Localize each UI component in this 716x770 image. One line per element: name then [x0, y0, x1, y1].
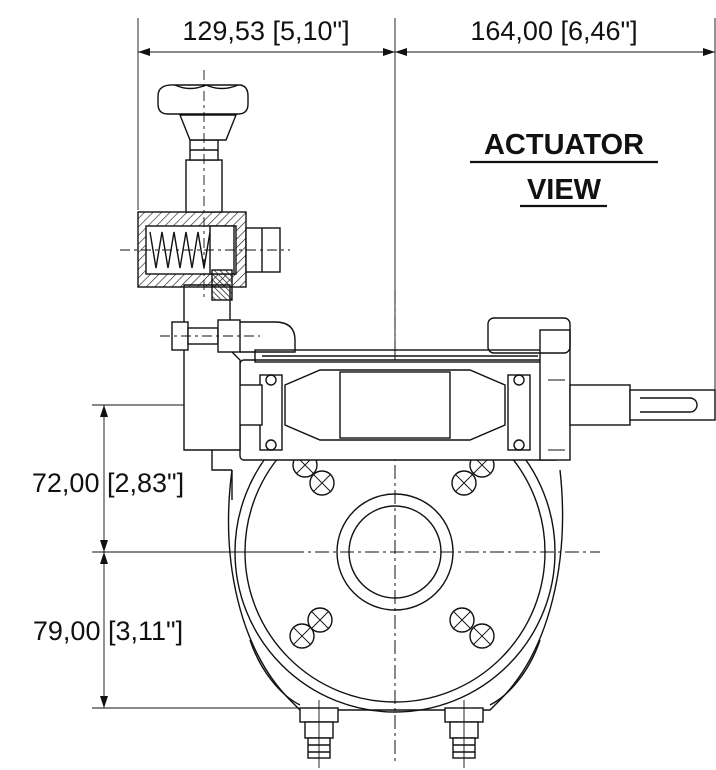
dim-label-top-left: 129,53 [5,10"] [182, 16, 349, 46]
dim-label-left-upper: 72,00 [2,83"] [32, 468, 184, 498]
gear-housing [227, 391, 564, 713]
spring-housing [120, 211, 290, 301]
title-view: VIEW [527, 174, 602, 206]
worm-shaft-housing [231, 317, 716, 461]
dimension-top [137, 18, 716, 400]
handle-knob [157, 70, 249, 300]
dim-label-left-lower: 79,00 [3,11"] [33, 616, 183, 646]
dim-label-top-right: 164,00 [6,46"] [470, 16, 637, 46]
title-actuator: ACTUATOR [484, 129, 644, 161]
side-bracket [183, 284, 241, 500]
lever-bolt [160, 319, 296, 353]
bolt-holes [289, 452, 495, 649]
bottom-fittings [299, 700, 484, 768]
